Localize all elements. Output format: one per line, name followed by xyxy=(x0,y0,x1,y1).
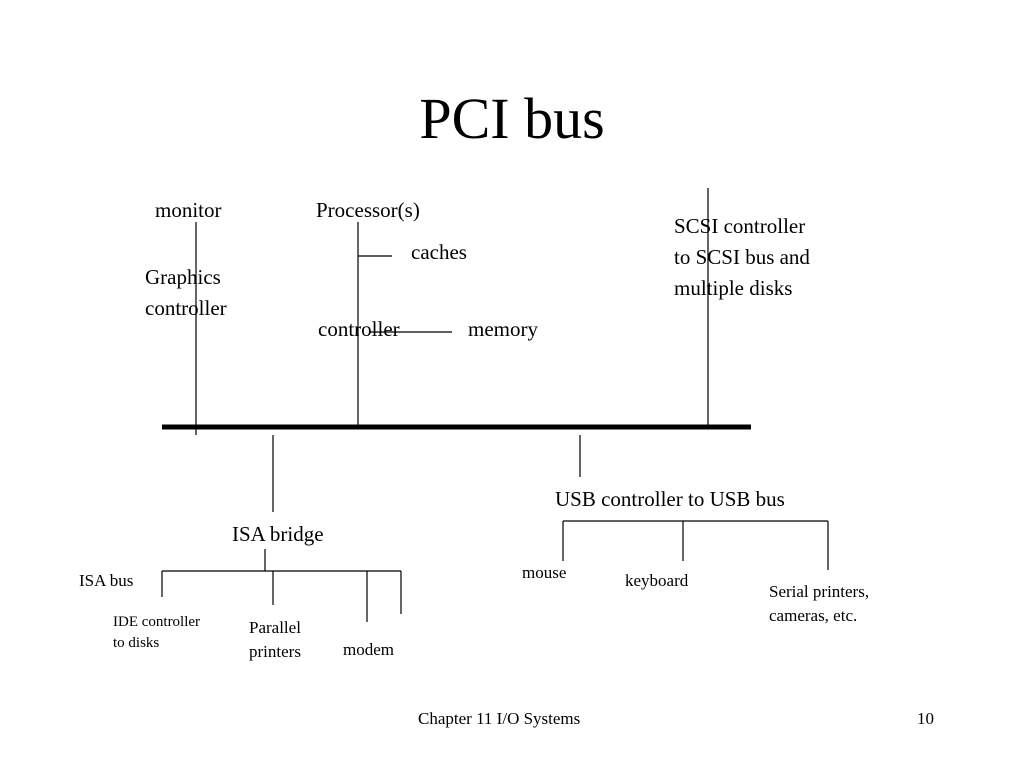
footer-page-number: 10 xyxy=(917,709,934,728)
isa-bridge-label: ISA bridge xyxy=(232,522,324,546)
parallel-printers-label: Parallel printers xyxy=(249,616,301,664)
isa-bus-label: ISA bus xyxy=(79,571,134,590)
ide-line-2: to disks xyxy=(113,635,160,651)
ide-controller-label: IDE controller to disks xyxy=(113,612,200,654)
parallel-line-2: printers xyxy=(249,642,301,661)
processor-label: Processor(s) xyxy=(316,198,420,222)
monitor-label: monitor xyxy=(155,198,222,222)
serial-printers-label: Serial printers, cameras, etc. xyxy=(769,580,869,628)
graphics-controller-label: Graphics controller xyxy=(145,262,227,324)
footer-chapter: Chapter 11 I/O Systems xyxy=(418,709,581,728)
memory-label: memory xyxy=(468,317,538,341)
caches-label: caches xyxy=(411,240,467,264)
parallel-line-1: Parallel xyxy=(249,618,301,637)
serial-line-1: Serial printers, xyxy=(769,582,870,601)
modem-label: modem xyxy=(343,640,394,659)
controller-label: controller xyxy=(318,317,400,341)
ide-line-1: IDE controller xyxy=(113,614,201,630)
mouse-label: mouse xyxy=(522,563,567,582)
scsi-controller-label: SCSI controller to SCSI bus and multiple… xyxy=(674,211,810,304)
serial-line-2: cameras, etc. xyxy=(769,606,858,625)
scsi-line-3: multiple disks xyxy=(674,276,793,300)
scsi-line-2: to SCSI bus and xyxy=(674,245,810,269)
usb-controller-label: USB controller to USB bus xyxy=(555,487,785,511)
graphics-line-1: Graphics xyxy=(145,265,221,289)
slide-title: PCI bus xyxy=(419,86,605,151)
scsi-line-1: SCSI controller xyxy=(674,214,806,238)
graphics-line-2: controller xyxy=(145,296,227,320)
keyboard-label: keyboard xyxy=(625,571,689,590)
